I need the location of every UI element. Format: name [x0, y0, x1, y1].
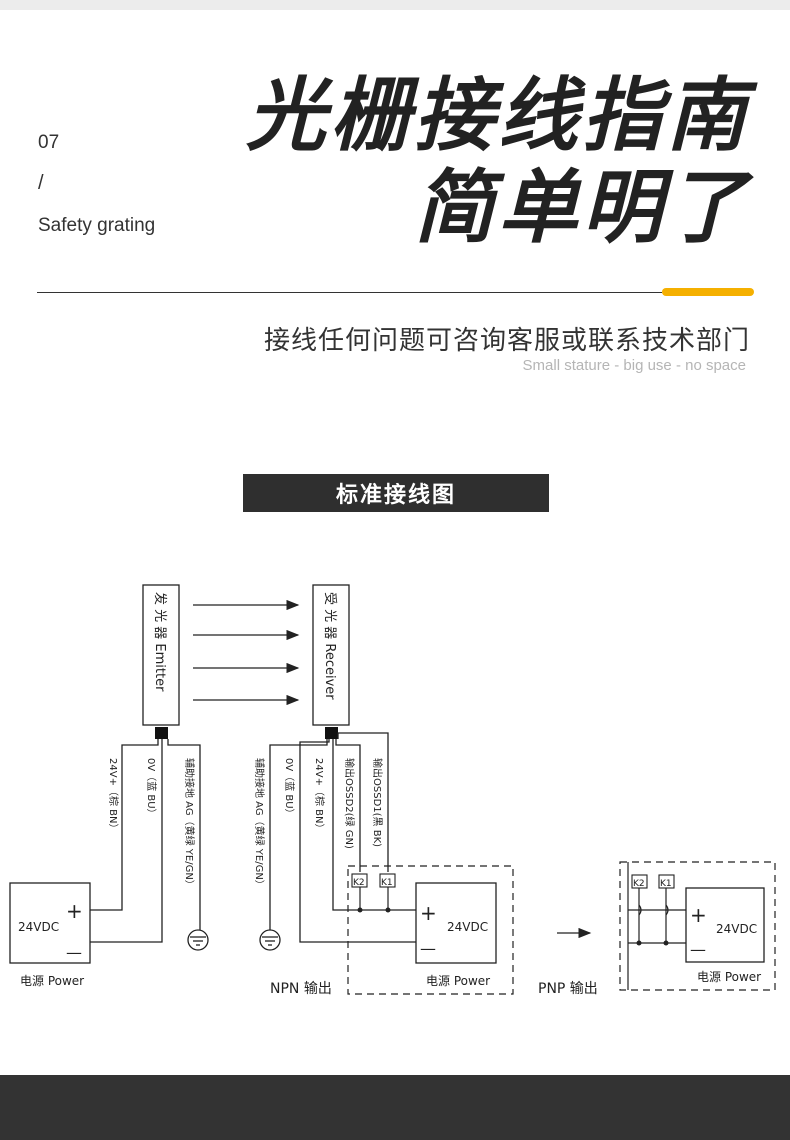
power-supply-npn: + 24VDC — 电源 Power [415, 882, 497, 988]
relay-k1-label: K1 [381, 878, 393, 888]
title-line-2: 简单明了 [414, 161, 750, 254]
receiver-unit: 受 光 器 Receiver [312, 584, 350, 739]
accent-bar [662, 288, 754, 296]
power-voltage-pnp: 24VDC [716, 922, 757, 936]
footer-bar [0, 1075, 790, 1140]
receiver-wire-ag: 辅助接地 AG（黄绿 YE/GN） [253, 758, 266, 890]
junction-dot [385, 907, 391, 913]
junction-dot [357, 907, 363, 913]
plus-sign-left: + [66, 899, 83, 923]
section-slash: / [38, 172, 44, 194]
pnp-relay-k1-label: K1 [660, 879, 672, 889]
relay-k1: K1 [379, 873, 396, 888]
pnp-relay-k1: K1 [658, 874, 675, 889]
power-voltage-npn: 24VDC [447, 920, 488, 934]
receiver-wire-ossd2: 输出OSSD2(绿 GN) [343, 758, 356, 849]
power-label-npn: 电源 Power [426, 974, 490, 988]
relay-k2-label: K2 [353, 878, 365, 888]
divider-line [37, 292, 662, 293]
top-strip [0, 0, 790, 10]
emitter-wire-0v: 0V（蓝 BU） [145, 758, 157, 819]
power-voltage-left: 24VDC [18, 920, 59, 934]
junction-dot [663, 940, 669, 946]
emitter-wire-ag: 辅助接地 AG（黄绿 YE/GN） [183, 758, 196, 890]
emitter-wires [90, 739, 201, 943]
relay-k2: K2 [351, 873, 368, 888]
subtitle: 接线任何问题可咨询客服或联系技术部门 [263, 326, 750, 356]
ground-icon [259, 929, 281, 951]
subtitle-english: Small stature - big use - no space [522, 357, 746, 374]
section-number: 07 [38, 132, 60, 153]
section-label: Safety grating [38, 215, 156, 236]
minus-sign-left: — [66, 943, 82, 962]
emitter-unit: 发 光 器 Emitter [142, 584, 180, 739]
receiver-wire-24v: 24V+（棕 BN） [313, 758, 326, 833]
minus-sign-npn: — [420, 939, 436, 958]
minus-sign-pnp: — [690, 940, 706, 959]
pnp-output-label: PNP 输出 [538, 981, 598, 997]
power-label-pnp: 电源 Power [697, 970, 761, 984]
receiver-wire-0v: 0V（蓝 BU） [283, 758, 295, 819]
pnp-relay-k2: K2 [631, 874, 648, 889]
ground-icon [187, 929, 209, 951]
power-supply-pnp: + 24VDC — 电源 Power [685, 887, 765, 984]
light-beam-arrows [193, 599, 300, 706]
junction-dot [636, 940, 642, 946]
emitter-label: 发 光 器 Emitter [152, 592, 168, 692]
plus-sign-npn: + [420, 901, 437, 925]
npn-output-label: NPN 输出 [270, 981, 332, 997]
receiver-wires [269, 732, 418, 943]
pnp-dashed-area [619, 861, 776, 991]
plus-sign-pnp: + [690, 903, 707, 927]
emitter-wire-24v: 24V+（棕 BN） [107, 758, 120, 833]
npn-dashed-area [347, 865, 514, 995]
pnp-relay-k2-label: K2 [633, 879, 645, 889]
section-title-banner: 标准接线图 [243, 474, 549, 512]
power-label-left: 电源 Power [20, 974, 84, 988]
receiver-label: 受 光 器 Receiver [322, 592, 337, 700]
power-supply-left: 24VDC + — 电源 Power [9, 882, 91, 988]
relay-connections [359, 887, 389, 910]
title-line-1: 光栅接线指南 [246, 69, 750, 162]
receiver-wire-ossd1: 输出OSSD1(黑 BK) [371, 758, 384, 847]
